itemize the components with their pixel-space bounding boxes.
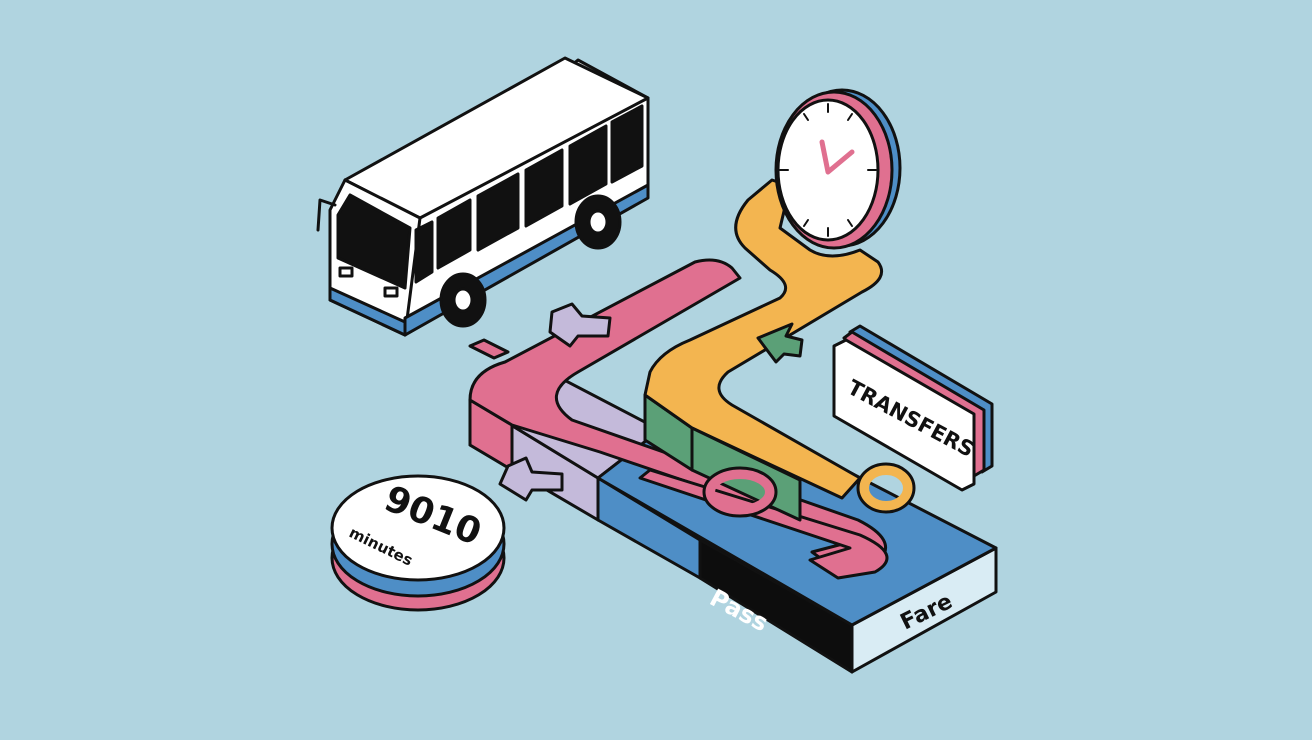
minutes-badge (330, 474, 506, 612)
arrow-icon (756, 322, 804, 364)
bus-front-stripe (328, 286, 407, 337)
bus-hub (587, 209, 609, 235)
ring-icon (705, 469, 775, 515)
bus-mirror (316, 198, 337, 232)
bus-window (524, 148, 564, 228)
pink-route-lane (638, 468, 889, 580)
bus-icon (316, 56, 650, 337)
minutes-disc-face (330, 474, 506, 582)
bus-headlight (338, 266, 354, 278)
ring-icon (702, 466, 778, 518)
arrow-icon (498, 456, 564, 502)
clock-icon (774, 88, 902, 250)
transfers-card (832, 324, 994, 492)
bus-hub (452, 287, 474, 313)
arrow-icon (548, 302, 612, 348)
clock-ticks (779, 103, 877, 237)
bus-window (414, 220, 434, 284)
bus-window (476, 172, 520, 252)
ring-icon (859, 465, 913, 511)
ring-connectors (702, 462, 916, 518)
bus-windshield (336, 193, 412, 290)
small-tab (468, 338, 510, 360)
direction-arrows (468, 302, 804, 502)
transfers-card-face (832, 338, 976, 492)
bus-headlight (383, 286, 399, 298)
bus-window (436, 198, 472, 270)
bus-window (568, 124, 608, 206)
clock-hands (819, 139, 855, 175)
bus-window (610, 104, 644, 184)
ring-icon (856, 462, 916, 514)
